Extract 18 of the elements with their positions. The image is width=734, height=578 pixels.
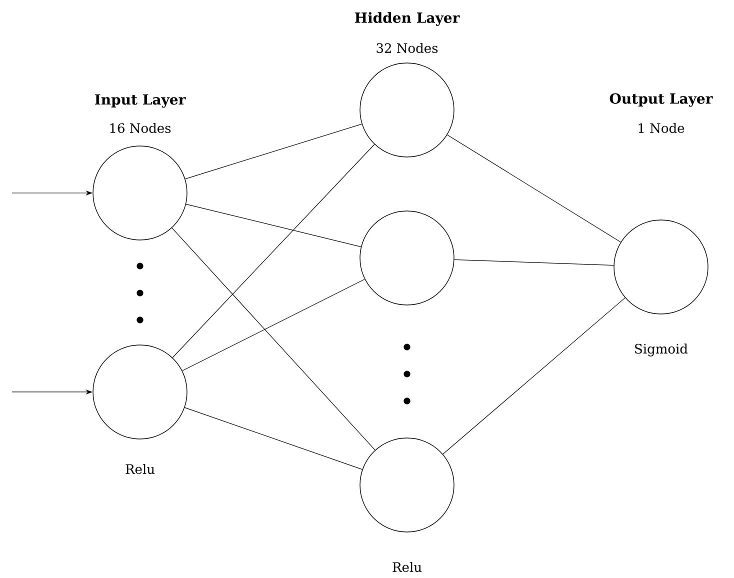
node-count: 16 Nodes — [110, 122, 171, 134]
neuron-circle — [614, 220, 708, 314]
neuron-circle — [360, 438, 454, 532]
connection-line — [172, 228, 376, 450]
connection-line — [442, 298, 626, 454]
neuron-circle — [360, 210, 454, 306]
neuron-circle — [92, 146, 188, 240]
connection-line — [446, 134, 622, 242]
connection-line — [184, 124, 362, 180]
connection-line — [182, 278, 365, 372]
connection-line — [172, 144, 375, 358]
neuron-circle — [360, 62, 454, 158]
connection-line — [186, 204, 362, 248]
layer-heading: Output Layer — [610, 93, 713, 107]
connection-line — [454, 259, 614, 266]
neuron-circle — [92, 344, 188, 440]
node-count: 1 Node — [638, 122, 684, 134]
connection-line — [184, 407, 363, 470]
